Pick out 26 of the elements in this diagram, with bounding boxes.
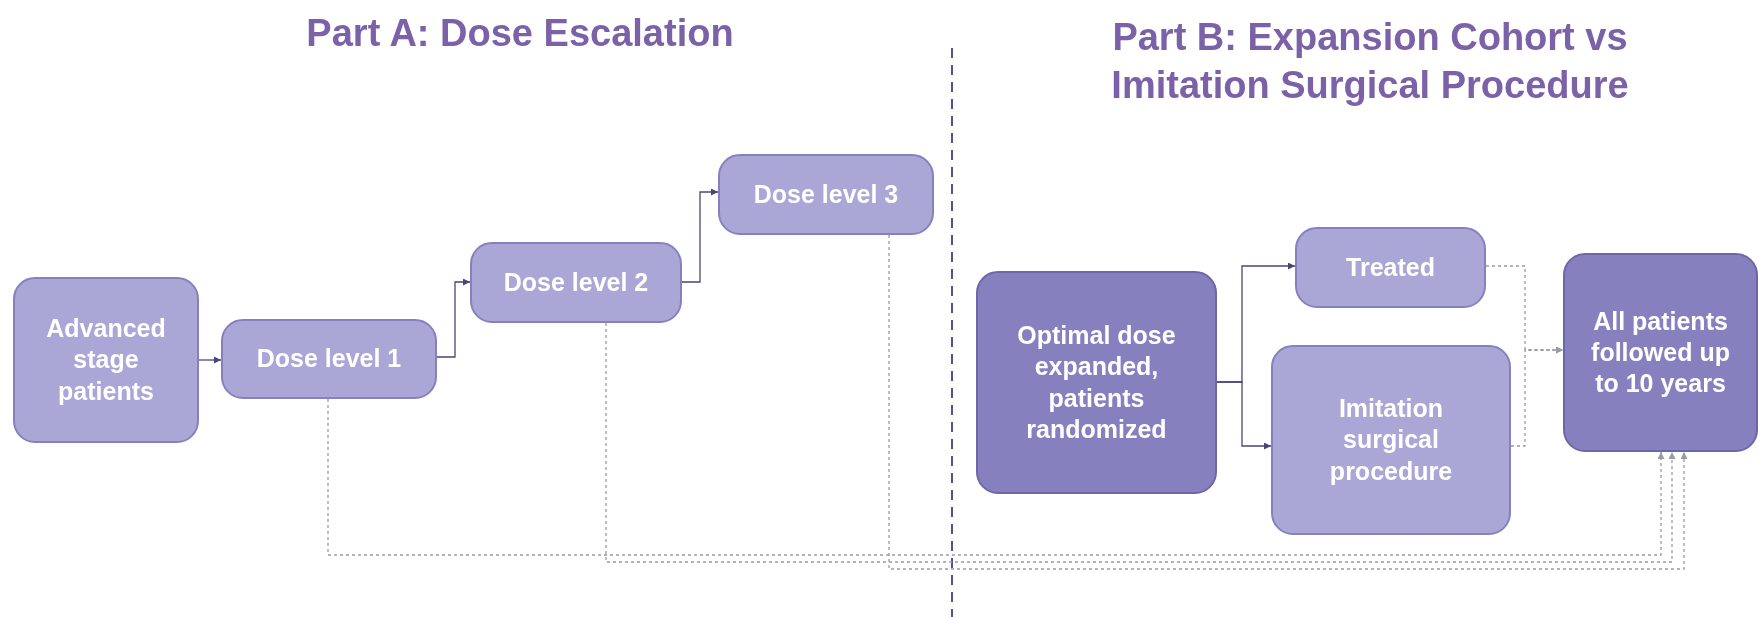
connector-arrow (605, 322, 1676, 563)
box-text: Imitation surgical procedure (1328, 393, 1454, 487)
connector-arrow (436, 278, 471, 358)
box-text: Dose level 2 (503, 266, 649, 298)
process-box (13, 277, 199, 443)
connector-arrow (681, 188, 719, 283)
process-box (718, 154, 934, 235)
section-heading: Part A: Dose Escalation (305, 11, 735, 56)
process-box (470, 242, 682, 323)
box-text: Dose level 1 (256, 343, 402, 375)
box-text: All patients followed up to 10 years (1590, 305, 1731, 400)
box-text: Advanced stage patients (45, 313, 167, 407)
process-box (1563, 253, 1758, 452)
process-box (221, 319, 437, 399)
process-box (976, 271, 1217, 494)
process-box (1295, 227, 1486, 308)
box-text: Dose level 3 (753, 178, 899, 210)
box-text: Optimal dose expanded, patients randomized (1016, 320, 1177, 445)
connector-arrow (327, 398, 1665, 556)
connector-arrow (888, 234, 1688, 570)
box-text: Treated (1346, 251, 1435, 283)
process-box (1271, 345, 1511, 535)
connector-arrow (1510, 346, 1564, 447)
connector-arrow (198, 356, 222, 364)
section-heading: Part B: Expansion Cohort vs Imitation Surgical Procedure (1110, 15, 1630, 108)
connector-arrow (1216, 381, 1272, 450)
